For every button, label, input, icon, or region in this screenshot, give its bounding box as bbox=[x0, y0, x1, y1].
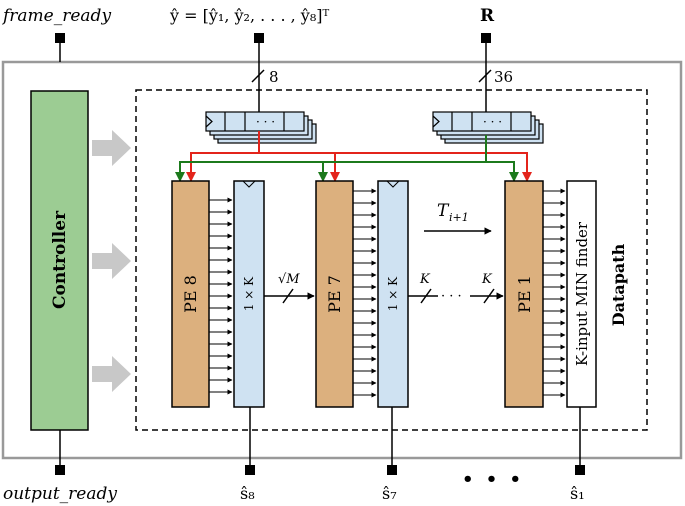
output-ready-label: output_ready bbox=[3, 484, 117, 504]
controller-label: Controller bbox=[50, 210, 70, 309]
frame-ready-label: frame_ready bbox=[1, 6, 111, 26]
s7-output-pin bbox=[387, 465, 397, 475]
pe1-label: PE 1 bbox=[515, 275, 534, 313]
datapath-boundary bbox=[135, 89, 648, 431]
r-register-dots: · · · bbox=[483, 115, 502, 129]
reg7-block bbox=[377, 180, 409, 408]
y-input-register bbox=[205, 111, 317, 144]
pe7-label: PE 7 bbox=[325, 275, 344, 313]
s7-label: ŝ₇ bbox=[382, 484, 397, 503]
pe8-label: PE 8 bbox=[181, 275, 200, 313]
k-label-a: K bbox=[419, 272, 431, 287]
pe8-block bbox=[171, 180, 210, 408]
y-broadcast-wires bbox=[186, 131, 532, 182]
y-bus-width: 8 bbox=[269, 68, 279, 86]
r-input-pin bbox=[481, 33, 491, 43]
sqrt-m-label: √M bbox=[278, 272, 300, 287]
t-label: T bbox=[437, 201, 450, 221]
s8-output-pin bbox=[245, 465, 255, 475]
control-arrow-middle bbox=[92, 243, 131, 279]
output-ready-pin bbox=[55, 465, 65, 475]
control-arrow-top bbox=[92, 130, 131, 166]
pe1-block bbox=[504, 180, 544, 408]
output-ellipsis: • • • bbox=[462, 469, 524, 490]
min-finder-label: K-input MIN finder bbox=[573, 221, 591, 366]
pe-output-bus-arrows bbox=[209, 188, 566, 398]
s8-label: ŝ₈ bbox=[240, 484, 255, 503]
min-finder-block bbox=[566, 180, 597, 408]
y-register-dots: · · · bbox=[256, 115, 275, 129]
k-label-b: K bbox=[481, 272, 493, 287]
frame-ready-pin bbox=[55, 33, 65, 43]
r-input-register bbox=[432, 111, 544, 144]
s1-label: ŝ₁ bbox=[570, 484, 585, 503]
pe7-block bbox=[315, 180, 354, 408]
system-frame bbox=[1, 60, 683, 460]
control-arrow-bottom bbox=[92, 356, 131, 392]
r-label: R bbox=[480, 6, 495, 26]
r-bus-width: 36 bbox=[494, 68, 513, 86]
datapath-label: Datapath bbox=[609, 243, 628, 326]
s1-output-pin bbox=[575, 465, 585, 475]
y-vector-label: ŷ = [ŷ₁, ŷ₂, . . . , ŷ₈]ᵀ bbox=[169, 6, 329, 25]
t-subscript: i+1 bbox=[449, 211, 469, 224]
reg8-block bbox=[233, 180, 265, 408]
reg7-label: 1 × K bbox=[386, 276, 400, 311]
y-input-pin bbox=[254, 33, 264, 43]
stage-ellipsis: · · · bbox=[441, 289, 462, 304]
r-broadcast-wires bbox=[175, 135, 519, 182]
reg8-label: 1 × K bbox=[242, 276, 256, 311]
controller-block bbox=[30, 90, 89, 431]
